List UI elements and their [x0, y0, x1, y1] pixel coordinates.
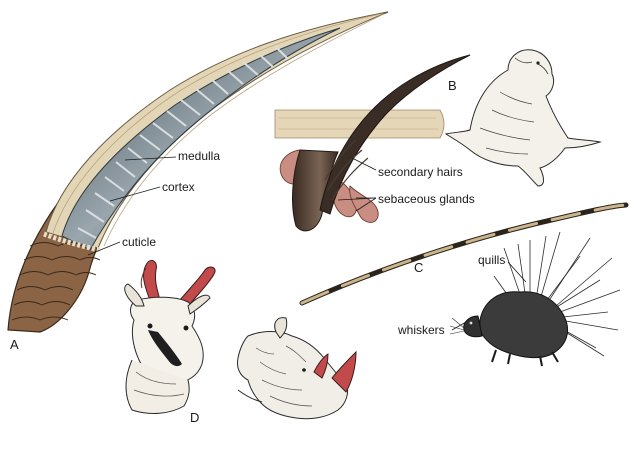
- rhino-horn-rear: [313, 353, 329, 379]
- secondary-hair-2: [331, 157, 369, 201]
- cuticle-rim: [43, 231, 101, 253]
- pronghorn: [124, 259, 216, 414]
- label-cuticle: cuticle: [122, 235, 157, 249]
- cuticle-leader: [87, 241, 121, 256]
- panel-letter-d: D: [190, 410, 200, 425]
- medulla-leader: [124, 156, 177, 161]
- primary-hair: [319, 54, 471, 215]
- cuticle-scales: [11, 242, 101, 321]
- label-sebaceous-glands: sebaceous glands: [378, 192, 475, 206]
- panel-letter-c: C: [414, 260, 424, 275]
- medulla-core: [61, 27, 341, 251]
- whiskers-leader: [451, 321, 467, 331]
- secondary-hair-1: [327, 149, 363, 191]
- fur-seal: [444, 49, 602, 187]
- porcupine-whiskers: [449, 317, 465, 335]
- label-cortex: cortex: [162, 180, 195, 194]
- panel-letter-a: A: [10, 337, 19, 352]
- label-medulla: medulla: [178, 149, 221, 163]
- quills-leader: [507, 261, 527, 283]
- cortex-leader: [109, 186, 161, 202]
- secondary-hair-3: [324, 139, 357, 181]
- sebaceous-glands-leader-2: [337, 197, 377, 201]
- panel-letter-b: B: [448, 78, 457, 93]
- secondary-hairs-leader: [351, 157, 377, 171]
- sebaceous-gland-right-2: [349, 185, 379, 223]
- label-secondary-hairs: secondary hairs: [378, 165, 463, 179]
- hair-shaft: [7, 11, 389, 333]
- medulla-cells: [77, 46, 289, 239]
- label-quills: quills: [478, 253, 506, 267]
- porcupine-quill: [299, 202, 629, 306]
- sebaceous-glands-leader-3: [355, 197, 377, 212]
- label-whiskers: whiskers: [398, 323, 445, 337]
- rhinoceros: [237, 317, 357, 420]
- porcupine: [449, 231, 621, 367]
- rhino-horn-front: [331, 350, 357, 393]
- hair-follicle: [274, 54, 471, 232]
